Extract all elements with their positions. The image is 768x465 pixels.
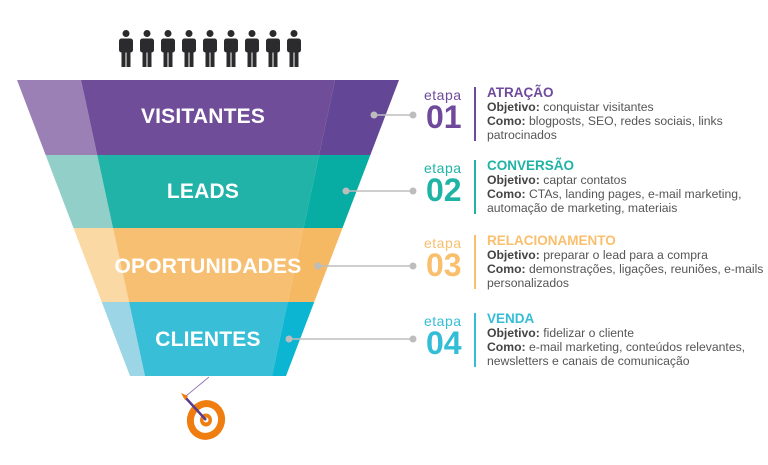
connector-dot bbox=[409, 187, 417, 195]
connector-dot bbox=[409, 262, 417, 270]
stage-etapa-label: etapa bbox=[424, 235, 462, 251]
objetivo-label: Objetivo: bbox=[487, 326, 540, 340]
person-icon bbox=[161, 30, 175, 67]
como-text: CTAs, landing pages, e-mail marketing, a… bbox=[487, 187, 742, 215]
funnel-band-visitantes: VISITANTES bbox=[140, 105, 266, 128]
connector-line bbox=[285, 335, 417, 343]
connector-dot bbox=[342, 187, 350, 195]
band-left-shade bbox=[73, 228, 129, 302]
objetivo-text: captar contatos bbox=[543, 173, 627, 187]
funnel-band-leads: LEADS bbox=[166, 180, 240, 203]
band-left-shade bbox=[17, 80, 98, 155]
como-label: Como: bbox=[487, 340, 526, 354]
person-icon bbox=[224, 30, 238, 67]
stage-title: ATRAÇÃO bbox=[487, 85, 554, 100]
stage-etapa-label: etapa bbox=[424, 313, 462, 329]
connector-dot bbox=[409, 111, 417, 119]
target-icon bbox=[181, 376, 226, 440]
band-right-shade bbox=[319, 80, 399, 155]
stage-number: 04 bbox=[426, 325, 462, 361]
person-icon bbox=[203, 30, 217, 67]
stage-etapa-label: etapa bbox=[424, 160, 462, 176]
connector-dot bbox=[409, 335, 417, 343]
connector-line bbox=[314, 262, 417, 270]
band-center bbox=[97, 155, 320, 228]
connector-line bbox=[342, 187, 417, 195]
como-text: blogposts, SEO, redes sociais, links pat… bbox=[487, 114, 723, 142]
como-text: e-mail marketing, conteúdos relevantes, … bbox=[487, 340, 746, 368]
person-icon bbox=[266, 30, 280, 67]
connector-line bbox=[370, 111, 417, 119]
stage-number: 02 bbox=[426, 172, 462, 208]
como-label: Como: bbox=[487, 262, 526, 276]
stage-divider bbox=[474, 160, 476, 214]
objetivo-label: Objetivo: bbox=[487, 173, 540, 187]
funnel-band-clientes: CLIENTES bbox=[155, 328, 261, 351]
person-icon bbox=[140, 30, 154, 67]
stage-divider bbox=[474, 87, 476, 141]
stage-number: 03 bbox=[426, 247, 462, 283]
objetivo-text: preparar o lead para a compra bbox=[543, 248, 708, 262]
people-icons bbox=[119, 30, 301, 67]
como-text: demonstrações, ligações, reuniões, e-mai… bbox=[487, 262, 764, 290]
band-left-shade bbox=[101, 302, 145, 376]
stage-divider bbox=[474, 235, 476, 289]
stage-title: RELACIONAMENTO bbox=[487, 233, 616, 248]
connector-dot bbox=[285, 335, 293, 343]
band-left-shade bbox=[45, 155, 113, 228]
stage-divider bbox=[474, 313, 476, 367]
connector-dot bbox=[370, 111, 378, 119]
band-center bbox=[129, 302, 288, 376]
objetivo-label: Objetivo: bbox=[487, 248, 540, 262]
objetivo-label: Objetivo: bbox=[487, 100, 540, 114]
funnel-band bbox=[45, 155, 371, 228]
funnel-band bbox=[17, 80, 399, 155]
objetivo-text: conquistar visitantes bbox=[543, 100, 654, 114]
stage-title: CONVERSÃO bbox=[487, 158, 575, 173]
objetivo-text: fidelizar o cliente bbox=[543, 326, 634, 340]
band-center bbox=[113, 228, 304, 302]
stage-title: VENDA bbox=[487, 311, 535, 326]
connector-dot bbox=[314, 262, 322, 270]
person-icon bbox=[245, 30, 259, 67]
band-center bbox=[81, 80, 335, 155]
person-icon bbox=[287, 30, 301, 67]
stage-etapa-label: etapa bbox=[424, 87, 462, 103]
como-label: Como: bbox=[487, 187, 526, 201]
stage-number: 01 bbox=[426, 99, 462, 135]
band-right-shade bbox=[303, 155, 371, 228]
como-label: Como: bbox=[487, 114, 526, 128]
person-icon bbox=[182, 30, 196, 67]
funnel-band-oportunidades: OPORTUNIDADES bbox=[114, 255, 302, 278]
person-icon bbox=[119, 30, 133, 67]
